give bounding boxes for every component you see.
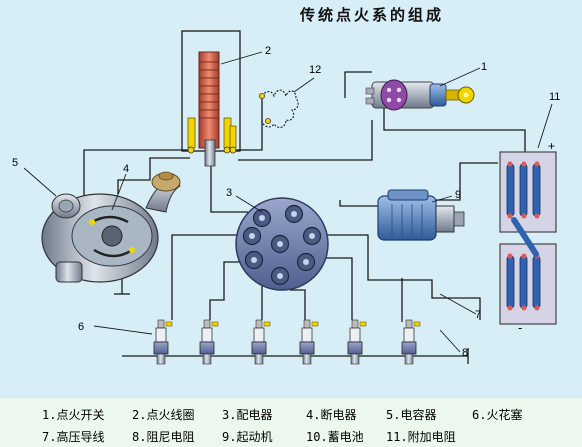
- legend-item: 8.阻尼电阻: [132, 430, 195, 444]
- legend-item: 10.蓄电池: [306, 430, 364, 444]
- legend-item: 6.火花塞: [472, 408, 523, 422]
- ignition-switch: [365, 79, 475, 111]
- spark-plug: [251, 319, 271, 365]
- callout-leaders: [23, 51, 553, 353]
- legend-item: 3.配电器: [222, 408, 273, 422]
- legend-item: 7.高压导线: [42, 430, 105, 444]
- callout-9: 9: [455, 189, 461, 201]
- spark-plug: [153, 319, 173, 365]
- callout-5: 5: [12, 157, 18, 169]
- callout-11: 11: [549, 91, 560, 103]
- legend-item: 2.点火线圈: [132, 408, 195, 422]
- battery-plus-sign: +: [548, 139, 555, 153]
- callout-6: 6: [78, 321, 84, 333]
- ignition-system-diagram: + -: [12, 30, 560, 365]
- spark-plug: [401, 319, 421, 365]
- legend-item: 1.点火开关: [42, 408, 105, 422]
- starter-motor: [377, 189, 465, 241]
- callout-7: 7: [475, 309, 481, 321]
- diagram-title: 传统点火系的组成: [300, 6, 445, 24]
- spark-plugs: [153, 319, 421, 365]
- additional-resistor: [258, 89, 299, 129]
- spark-plug: [347, 319, 367, 365]
- spark-plug: [199, 319, 219, 365]
- battery-minus-sign: -: [518, 320, 522, 335]
- ignition-coil: [187, 51, 237, 167]
- legend-item: 9.起动机: [222, 430, 273, 444]
- callout-1: 1: [481, 61, 487, 73]
- legend-item: 11.附加电阻: [386, 430, 456, 444]
- legend-item: 4.断电器: [306, 408, 357, 422]
- legend-item: 5.电容器: [386, 408, 437, 422]
- spark-plug: [299, 319, 319, 365]
- callout-3: 3: [226, 187, 232, 199]
- legend: 1.点火开关 2.点火线圈 3.配电器 4.断电器 5.电容器 6.火花塞 7.…: [0, 398, 582, 447]
- distributor-breaker-assembly: [41, 171, 181, 283]
- battery-pack: [499, 151, 557, 325]
- callout-4: 4: [123, 163, 129, 175]
- callout-12: 12: [309, 64, 321, 76]
- callout-8: 8: [462, 347, 468, 359]
- callout-2: 2: [265, 45, 271, 57]
- distributor-cap: [235, 197, 329, 291]
